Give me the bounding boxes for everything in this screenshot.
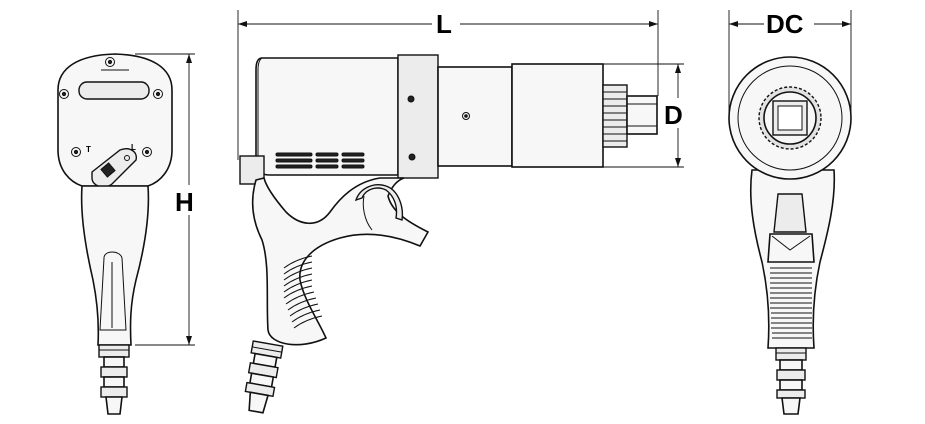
diameter-label: DC [766,9,804,39]
motor-housing [255,57,399,176]
length-dimension: L [237,8,659,160]
grip-texture [283,255,323,329]
front-grip-ribs [770,267,812,339]
selector-mark-left: T [86,145,91,154]
pistol-grip [251,177,430,346]
rear-top-slot [78,81,150,100]
height-dimension: H [135,53,206,346]
square-drive [626,95,658,135]
vent-slots [275,152,365,169]
clamp-ring [397,54,439,179]
output-spline [602,84,628,148]
rear-grip [80,185,150,346]
side-air-fitting [244,340,284,414]
gearbox-stage-1 [437,66,513,167]
length-label: L [436,9,452,39]
direction-selector: T L [86,143,137,188]
diameter-dimension: DC [728,8,852,118]
rear-screw-icons [59,57,163,157]
front-view [728,56,852,415]
output-gear [758,86,822,150]
rear-view: T L [57,53,173,415]
gearbox-stage-2 [511,63,604,168]
rear-air-fitting [98,344,130,415]
trigger [354,184,404,221]
front-trigger [773,193,807,233]
drive-label: D [664,100,683,130]
height-label: H [175,187,194,217]
front-air-fitting [775,347,807,415]
drive-dimension: D [603,63,694,168]
selector-mark-right: L [131,143,136,152]
side-view [239,54,658,414]
